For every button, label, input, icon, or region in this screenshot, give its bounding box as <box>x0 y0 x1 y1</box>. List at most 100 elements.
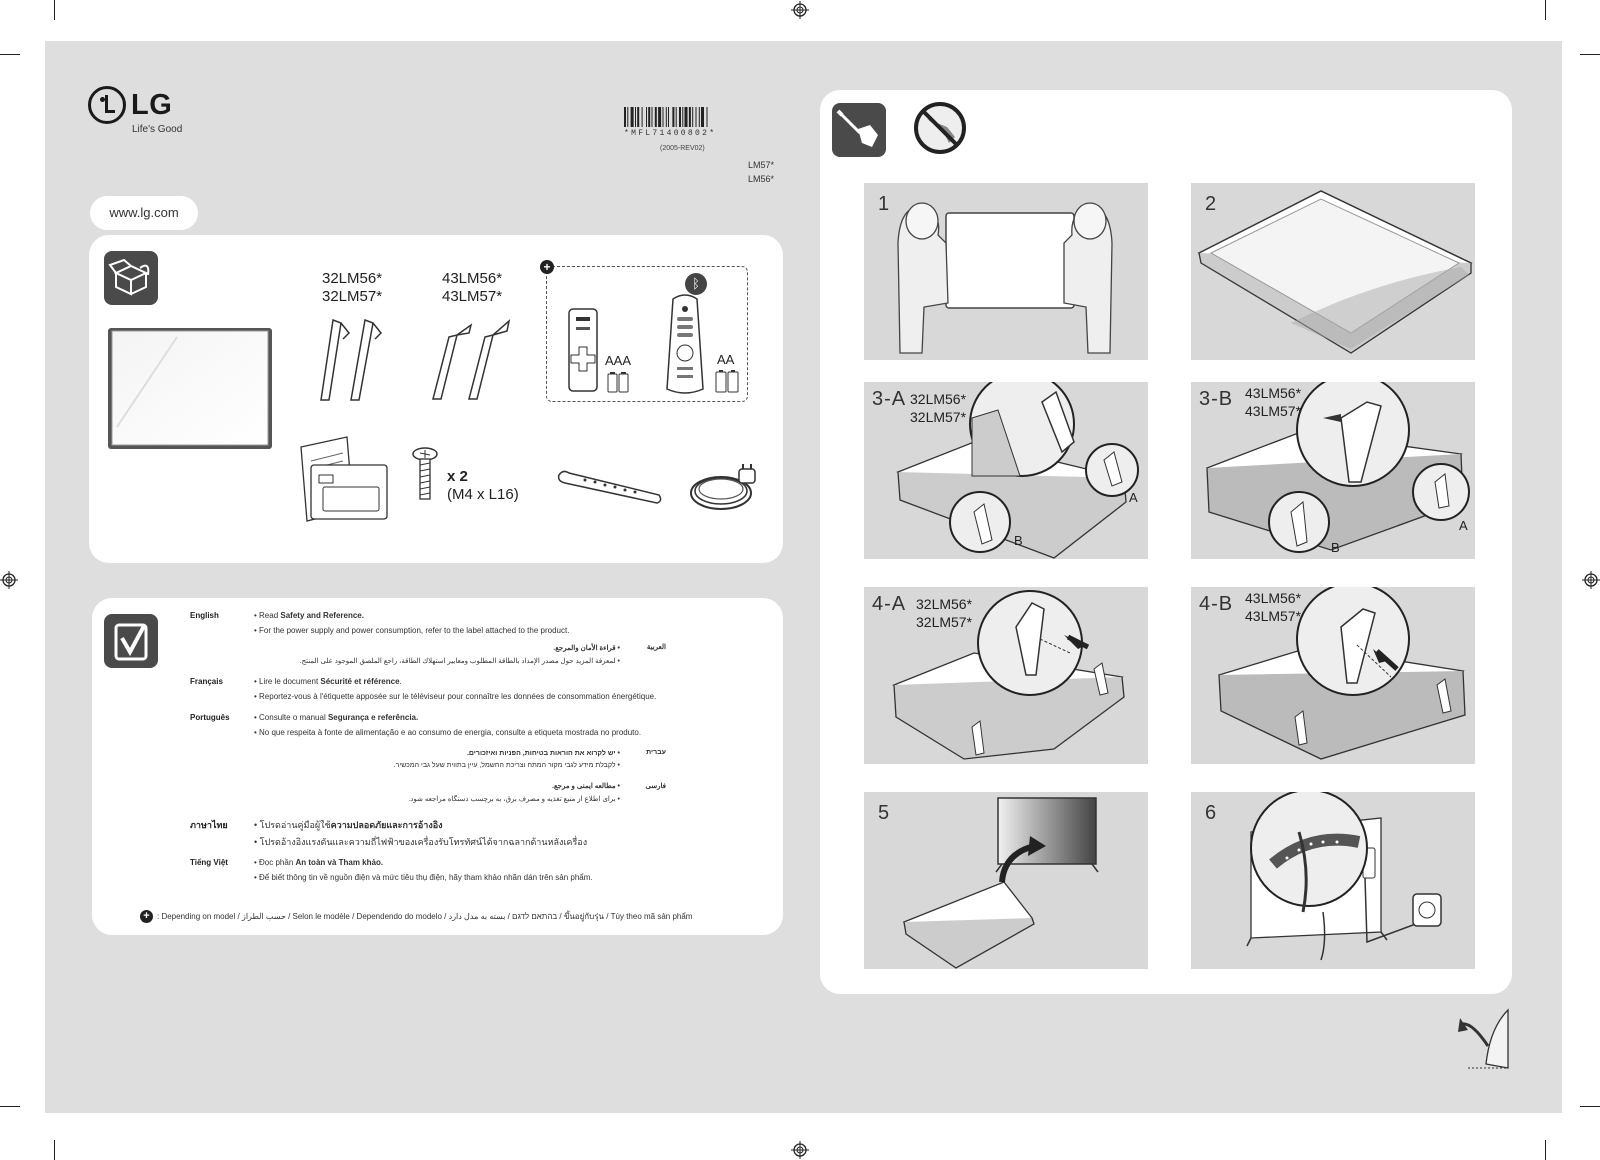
footnote-text: : Depending on model / حسب الطراز / Selo… <box>157 912 693 921</box>
info-line: • Read Safety and Reference. <box>254 611 364 620</box>
step-number: 2 <box>1205 193 1217 215</box>
info-line: • For the power supply and power consump… <box>254 626 570 635</box>
info-line: • Đọc phần An toàn và Tham khảo. <box>254 858 384 867</box>
callout-label: B <box>1331 540 1340 555</box>
info-line: • לקבלת מידע לגבי מקור המתח וצריכת החשמל… <box>393 762 620 769</box>
assembly-steps-panel: 1 2 3-A 32LM56* 32LM57* A B <box>820 90 1512 994</box>
info-line: • Consulte o manual Segurança e referênc… <box>254 713 419 722</box>
box-open-icon <box>104 251 158 305</box>
barcode-bar <box>648 107 651 127</box>
barcode-bar <box>706 107 708 127</box>
barcode-bar <box>701 107 704 127</box>
crop-mark <box>1580 1106 1600 1107</box>
barcode-bar <box>635 107 636 127</box>
barcode-bar <box>698 107 700 127</box>
lg-face-icon <box>88 86 126 124</box>
bluetooth-icon: ᛒ <box>685 273 707 295</box>
info-line: • قراءة الأمان والمرجع. <box>553 645 620 652</box>
stand-models-large: 43LM56* 43LM57* <box>442 270 503 305</box>
barcode-bar <box>646 107 647 127</box>
barcode-bar <box>624 107 626 127</box>
info-line: • No que respeita à fonte de alimentação… <box>254 728 642 737</box>
language-label: עברית <box>646 749 666 756</box>
page-turn-icon <box>1458 1008 1509 1069</box>
document-check-icon <box>104 614 158 668</box>
info-line: • โปรดอ่านคู่มือผู้ใช้ความปลอดภัยและการอ… <box>254 820 443 830</box>
model-footnote: + : Depending on model / حسب الطراز / Se… <box>140 910 692 923</box>
step-models: 43LM56* 43LM57* <box>1245 590 1302 624</box>
power-cord-icon <box>690 464 756 510</box>
barcode-bar <box>658 107 662 127</box>
language-label: فارسی <box>645 783 666 790</box>
barcode-bar <box>679 107 681 127</box>
brand-slogan: Life's Good <box>132 124 183 135</box>
screw-count: x 2 <box>447 468 468 485</box>
callout-label: A <box>1459 518 1468 533</box>
registration-mark-icon <box>1582 571 1600 589</box>
model-name: LM57* <box>748 160 775 170</box>
language-label: English <box>190 611 219 620</box>
language-label: العربية <box>646 644 666 651</box>
revision-code: (2005-REV02) <box>660 145 705 152</box>
brand-name: LG <box>131 88 173 121</box>
barcode-bar <box>662 107 664 127</box>
crop-mark <box>0 54 20 55</box>
registration-mark-icon <box>0 571 18 589</box>
barcode-bar <box>668 107 669 127</box>
barcode-bar <box>675 107 677 127</box>
crop-mark <box>54 0 55 20</box>
callout-label: A <box>1129 490 1138 505</box>
barcode-bar <box>695 107 697 127</box>
stand-legs-large <box>432 318 511 400</box>
plus-icon: + <box>540 260 554 274</box>
crop-mark <box>1545 1140 1546 1160</box>
battery-aa-label: AA <box>717 352 735 367</box>
cable-tie-icon <box>557 470 662 504</box>
stand-models-small: 32LM56* 32LM57* <box>322 270 383 305</box>
language-label: Tiếng Việt <box>190 858 228 867</box>
box-contents-panel: 32LM56* 32LM57* 43LM56* 43LM57* + ᛒ AAA <box>89 235 783 563</box>
barcode-bar <box>665 107 667 127</box>
step-models: 43LM56* 43LM57* <box>1245 385 1302 419</box>
language-label: ภาษาไทย <box>190 820 228 830</box>
step-number: 4-A <box>872 593 907 615</box>
crop-mark <box>0 1106 20 1107</box>
info-line: • لمعرفة المزيد حول مصدر الإمداد بالطاقة… <box>299 658 620 665</box>
no-electric-screwdriver-icon <box>914 102 966 154</box>
stand-legs-small <box>320 318 383 401</box>
step-3a: 3-A 32LM56* 32LM57* A B <box>864 382 1148 559</box>
optional-accessories-box <box>546 266 748 402</box>
step-4b: 4-B 43LM56* 43LM57* <box>1191 587 1475 764</box>
crop-mark <box>1545 0 1546 20</box>
language-label: Português <box>190 713 230 722</box>
info-line: • مطالعه ایمنی و مرجع. <box>552 783 620 790</box>
step-models: 32LM56* 32LM57* <box>910 391 967 425</box>
step-6: 6 <box>1191 792 1475 969</box>
step-number: 5 <box>878 802 890 824</box>
plus-icon: + <box>140 910 153 923</box>
barcode-bar <box>688 107 691 127</box>
step-1: 1 <box>864 183 1148 360</box>
step-3b: 3-B 43LM56* 43LM57* A B <box>1191 382 1475 559</box>
barcode-bar <box>641 107 643 127</box>
info-line: • برای اطلاع از منبع تغذیه و مصرف برق، ب… <box>408 796 620 803</box>
aa-batteries-icon <box>715 370 739 393</box>
barcode-bar <box>672 107 675 127</box>
barcode-bar <box>692 107 694 127</box>
barcode-bar <box>627 107 629 127</box>
lg-logo: LG <box>88 86 172 124</box>
website-link[interactable]: www.lg.com <box>90 196 198 230</box>
screwdriver-icon <box>832 103 886 157</box>
screw-icon <box>412 447 438 500</box>
registration-mark-icon <box>791 1 809 19</box>
step-models: 32LM56* 32LM57* <box>916 596 973 630</box>
barcode-number: *MFL71400802* <box>624 129 717 138</box>
barcode-bar <box>651 107 653 127</box>
step-number: 4-B <box>1199 593 1234 615</box>
safety-info-panel <box>92 598 783 935</box>
model-list: LM57* LM56* <box>748 158 774 186</box>
aaa-batteries-icon <box>607 372 629 393</box>
battery-aaa-label: AAA <box>605 353 632 368</box>
step-4a: 4-A 32LM56* 32LM57* <box>864 587 1148 764</box>
barcode-bar <box>684 107 688 127</box>
